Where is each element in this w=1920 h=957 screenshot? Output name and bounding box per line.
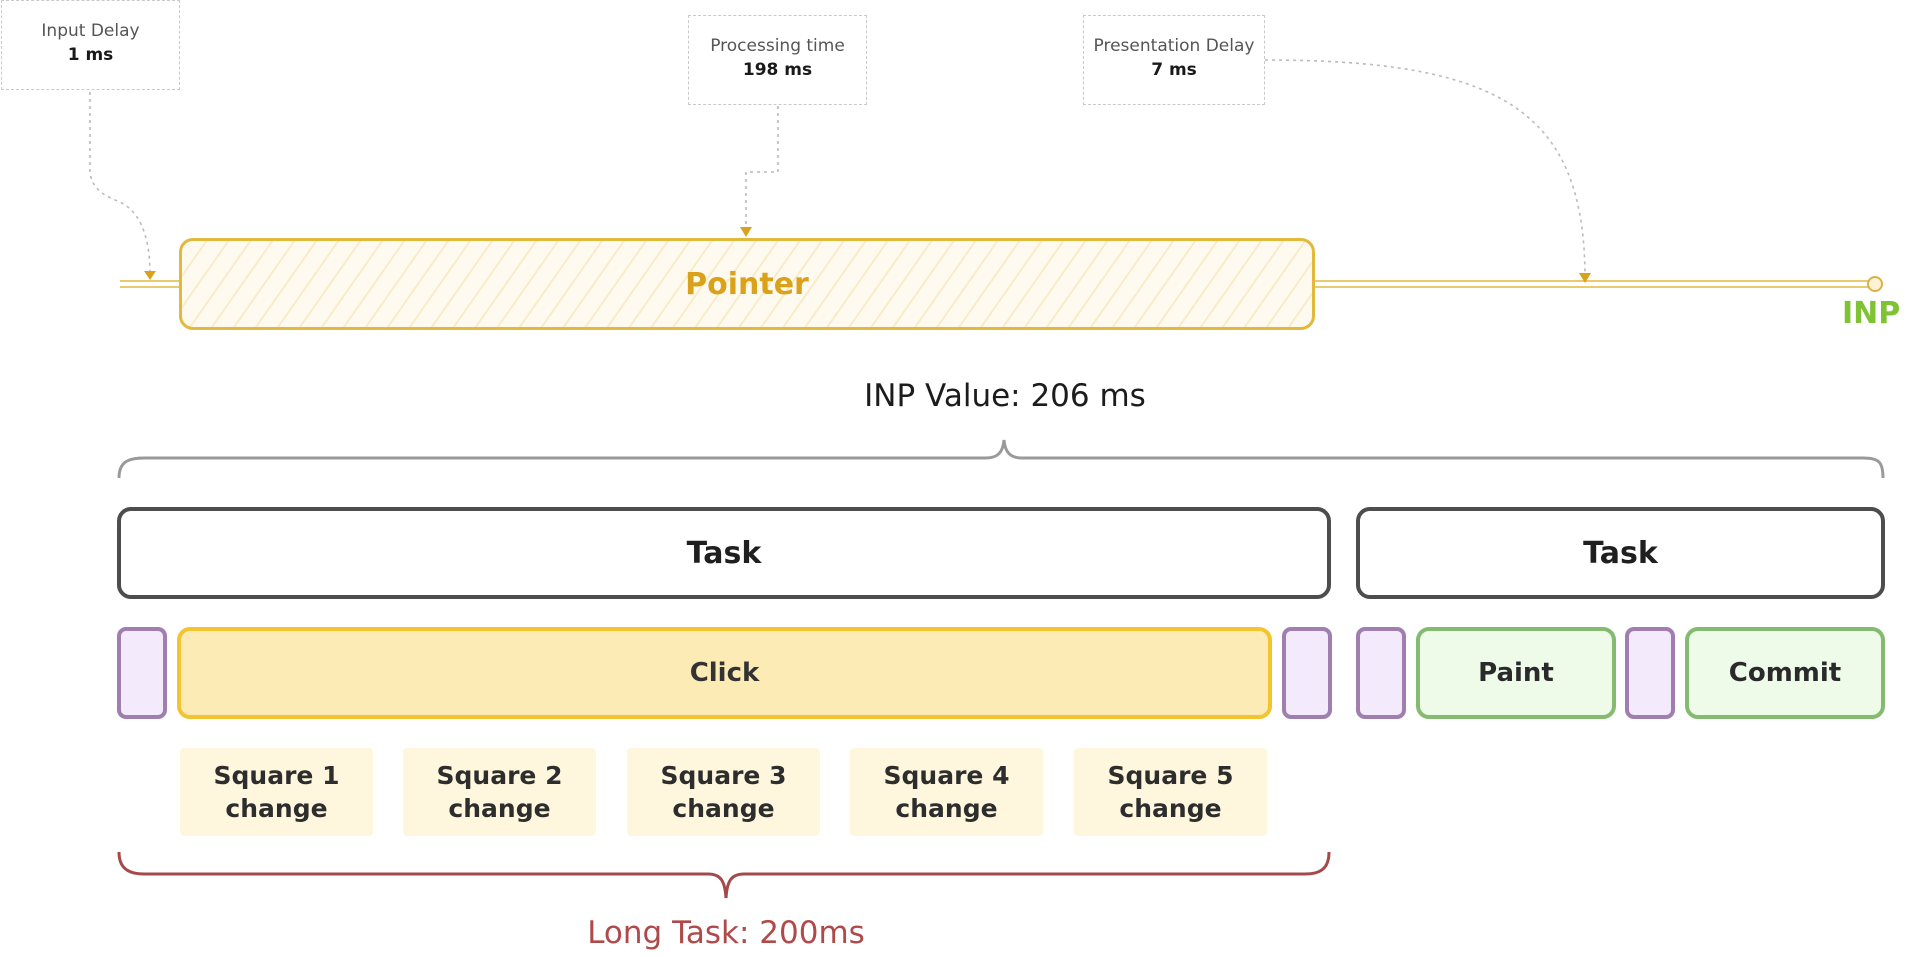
task-left-label: Task (686, 535, 762, 571)
pointer-event-bar: Pointer (179, 238, 1315, 330)
inp-endpoint (1867, 276, 1883, 292)
square-change-5-line1: Square 5 (1107, 761, 1234, 790)
presentation-delay-callout: Presentation Delay 7 ms (1083, 15, 1265, 105)
paint-label: Paint (1478, 658, 1554, 688)
input-delay-arrow (144, 271, 156, 280)
inp-brace (117, 439, 1885, 479)
presentation-connector (1264, 59, 1586, 279)
input-delay-label: Input Delay (41, 21, 140, 41)
input-delay-value: 1 ms (67, 45, 114, 65)
square-change-4: Square 4 change (850, 748, 1043, 836)
presentation-delay-label: Presentation Delay (1093, 36, 1255, 56)
click-label: Click (689, 658, 760, 688)
timeline-left (120, 280, 180, 288)
square-change-2-line2: change (448, 794, 551, 823)
square-change-2: Square 2 change (403, 748, 596, 836)
processing-time-value: 198 ms (742, 60, 813, 80)
purple-block-4 (1625, 627, 1675, 719)
purple-block-3 (1356, 627, 1406, 719)
commit-event: Commit (1685, 627, 1885, 719)
square-change-3-line2: change (672, 794, 775, 823)
square-change-1-line1: Square 1 (213, 761, 340, 790)
inp-label: INP (1842, 296, 1901, 331)
task-right: Task (1356, 507, 1885, 599)
processing-arrow (740, 227, 752, 237)
square-change-4-line2: change (895, 794, 998, 823)
commit-label: Commit (1728, 658, 1842, 688)
presentation-arrow (1579, 273, 1591, 283)
square-change-3-line1: Square 3 (660, 761, 787, 790)
task-left: Task (117, 507, 1331, 599)
presentation-delay-value: 7 ms (1151, 60, 1197, 80)
square-change-3: Square 3 change (627, 748, 820, 836)
purple-block-2 (1282, 627, 1332, 719)
task-right-label: Task (1583, 535, 1658, 571)
inp-value-title: INP Value: 206 ms (864, 378, 1146, 414)
square-change-1: Square 1 change (180, 748, 373, 836)
input-delay-connector (89, 92, 151, 276)
click-event: Click (177, 627, 1272, 719)
timeline-right (1314, 280, 1868, 288)
purple-block-1 (117, 627, 167, 719)
pointer-label: Pointer (685, 266, 809, 302)
square-change-4-line1: Square 4 (883, 761, 1010, 790)
square-change-1-line2: change (225, 794, 328, 823)
processing-connector (745, 106, 779, 230)
input-delay-callout: Input Delay 1 ms (1, 0, 180, 90)
processing-time-label: Processing time (710, 36, 845, 56)
long-task-brace (117, 851, 1331, 899)
square-change-2-line1: Square 2 (436, 761, 563, 790)
square-change-5-line2: change (1119, 794, 1222, 823)
paint-event: Paint (1416, 627, 1616, 719)
square-change-5: Square 5 change (1074, 748, 1267, 836)
processing-time-callout: Processing time 198 ms (688, 15, 867, 105)
long-task-label: Long Task: 200ms (587, 915, 865, 951)
